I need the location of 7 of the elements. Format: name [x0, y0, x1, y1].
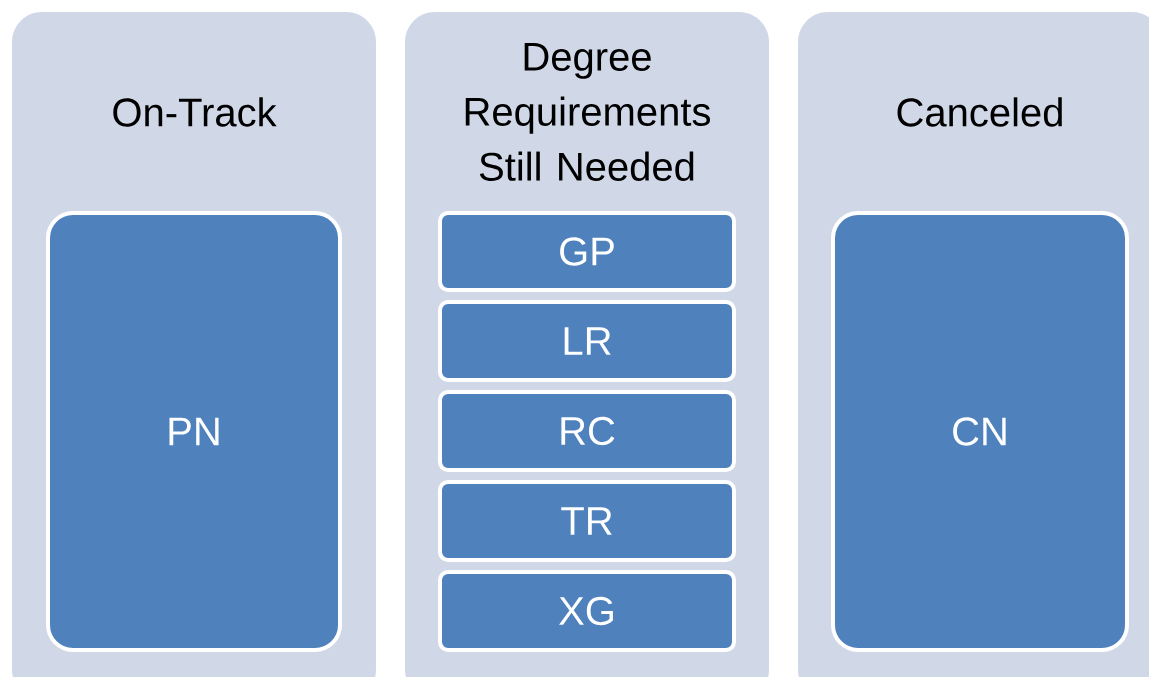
requirement-box: GP [438, 211, 736, 292]
requirement-box: CN [831, 211, 1129, 652]
requirement-box: XG [438, 570, 736, 652]
requirement-box: RC [438, 390, 736, 472]
requirement-box: PN [46, 211, 342, 652]
requirement-box: LR [438, 300, 736, 382]
requirement-box: TR [438, 480, 736, 562]
